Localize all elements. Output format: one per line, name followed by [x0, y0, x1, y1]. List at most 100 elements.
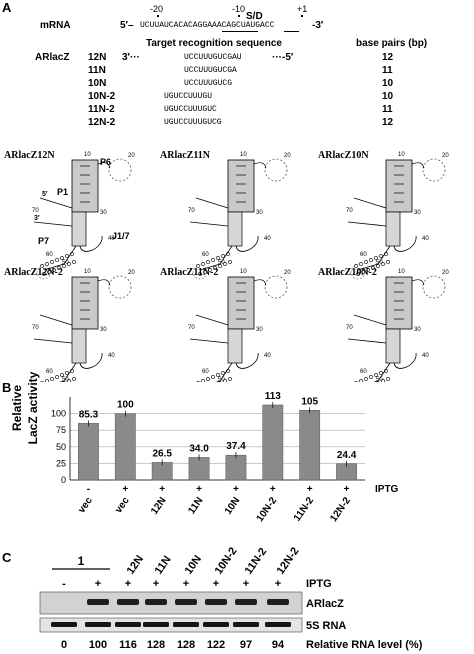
- position-number: 10: [84, 152, 91, 158]
- nucleotide: [211, 258, 215, 262]
- p1-helix-box: [385, 211, 401, 247]
- position-number: 70: [346, 325, 353, 331]
- five-prime-end: 5′: [42, 191, 48, 198]
- data-label: 24.4: [337, 450, 357, 461]
- loop-link: [411, 162, 425, 169]
- bar: [114, 413, 136, 481]
- mrna-label: mRNA: [40, 20, 71, 31]
- structure-title-11n: ARlacZ11N: [160, 150, 210, 161]
- panel-b-letter: B: [2, 380, 12, 395]
- sd-label: S/D: [246, 11, 263, 22]
- five-prime-strand: [39, 197, 73, 209]
- 5s-band: [143, 622, 169, 627]
- mrna-three-prime: -3′: [312, 20, 324, 31]
- hairpin-loop: [264, 158, 288, 182]
- nucleotide: [40, 381, 44, 382]
- position-number: 60: [360, 369, 367, 375]
- row-bp: 10: [382, 91, 394, 102]
- data-label: 100: [117, 400, 134, 411]
- position-number: 50: [218, 260, 225, 266]
- position-number: 50: [376, 377, 383, 382]
- row-sequence: UGUCCUUUGU: [164, 92, 213, 101]
- y-tick-label: 0: [61, 475, 66, 485]
- position-number: 70: [346, 208, 353, 214]
- iptg-sign: +: [213, 578, 219, 590]
- position-number: 10: [84, 269, 91, 275]
- position-number: 60: [202, 369, 209, 375]
- rna-level-value: 116: [119, 639, 137, 651]
- nucleotide: [50, 260, 54, 264]
- bar: [188, 457, 210, 481]
- label-p6: P6: [100, 157, 112, 167]
- three-prime-left: 3′···: [122, 52, 140, 63]
- arlacz-band: [87, 599, 109, 605]
- position-number: 30: [256, 327, 263, 333]
- data-label: 34.0: [189, 443, 209, 454]
- three-prime-strand: [189, 221, 229, 227]
- iptg-label: IPTG: [375, 484, 399, 495]
- lane-name: 11N-2: [243, 546, 270, 577]
- nucleotide: [228, 377, 232, 381]
- position-number: 20: [128, 270, 135, 276]
- x-tick-label: 12N: [149, 495, 169, 516]
- nucleotide: [366, 268, 370, 272]
- x-tick-label: 10N-2: [255, 495, 280, 524]
- row-name: 12N-2: [88, 117, 116, 128]
- rna-level-value: 128: [147, 639, 165, 651]
- data-label: 105: [301, 396, 318, 407]
- nucleotide: [374, 256, 378, 260]
- position-number: 50: [62, 377, 69, 382]
- lane-name: 12N: [125, 553, 146, 576]
- five-prime-strand: [195, 197, 229, 209]
- position-number: 30: [256, 210, 263, 216]
- five-prime-strand: [353, 197, 387, 209]
- iptg-sign: +: [270, 484, 276, 495]
- lane-group-label: 1: [78, 554, 85, 568]
- x-tick-label: 12N-2: [328, 495, 353, 524]
- position-number: 40: [108, 353, 115, 359]
- x-tick-label: vec: [113, 495, 132, 515]
- position-number: 70: [32, 325, 39, 331]
- row-name: 10N-2: [88, 91, 116, 102]
- rna-level-value: 128: [177, 639, 195, 651]
- p1-helix-box: [227, 328, 243, 364]
- loop-link: [253, 162, 267, 169]
- y-tick-label: 25: [56, 458, 66, 468]
- y-tick-label: 100: [51, 409, 66, 419]
- position-number: 20: [128, 153, 135, 159]
- position-number: 60: [46, 252, 53, 258]
- nucleotide: [55, 258, 59, 262]
- p1-helix-box: [71, 211, 87, 247]
- y-tick-label: 50: [56, 442, 66, 452]
- three-prime-strand: [189, 338, 229, 344]
- position-number: 10: [398, 269, 405, 275]
- p1-helix-box: [71, 328, 87, 364]
- p6-helix-box: [227, 276, 255, 330]
- three-prime-strand: [33, 221, 73, 227]
- nucleotide: [221, 371, 225, 375]
- nucleotide: [354, 381, 358, 382]
- label-p7: P7: [38, 236, 50, 246]
- arlacz-blot-strip: [39, 591, 303, 615]
- nucleotide: [72, 260, 76, 264]
- iptg-label: IPTG: [306, 578, 332, 590]
- nucleotide: [42, 272, 46, 276]
- loop-link: [97, 162, 111, 169]
- arlacz-band: [145, 599, 167, 605]
- nucleotide: [216, 373, 220, 377]
- position-number: 10: [240, 152, 247, 158]
- loop-link: [411, 279, 425, 286]
- pos-dot-2: [238, 15, 240, 17]
- position-number: 50: [218, 377, 225, 382]
- structure-title-12n-2: ARlacZ12N-2: [4, 267, 63, 278]
- arlacz-band: [205, 599, 227, 605]
- 5s-band: [203, 622, 229, 627]
- nucleotide: [359, 379, 363, 382]
- bar: [262, 404, 284, 481]
- position-number: 40: [422, 353, 429, 359]
- p1-helix-box: [385, 328, 401, 364]
- y-tick-label: 75: [56, 425, 66, 435]
- nucleotide: [62, 264, 66, 268]
- position-number: 10: [240, 269, 247, 275]
